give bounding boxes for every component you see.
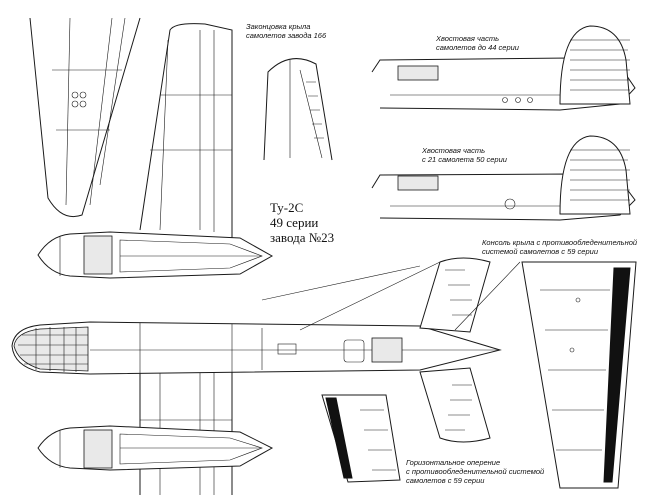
- upper-engine-nacelle: [37, 231, 274, 279]
- fuselage: [11, 321, 502, 375]
- caption-aircraft-id: Ту-2С 49 серии завода №23: [270, 200, 335, 245]
- caption-stabilizer: Горизонтальное оперение с противообледен…: [406, 458, 545, 485]
- tail-section-late: [371, 135, 636, 221]
- stabilizer-lower: [419, 367, 491, 443]
- caption-wing-console: Консоль крыла с противообледенительной с…: [482, 238, 638, 256]
- lower-engine-nacelle: [37, 425, 274, 471]
- caption-tail-early: Хвостовая часть самолетов до 44 серии: [436, 34, 519, 52]
- stabilizer-deicing-detail: [321, 394, 401, 483]
- wing-console-deicing: [521, 261, 637, 489]
- upper-wing: [139, 23, 233, 238]
- tail-section-early: [371, 25, 636, 111]
- leader-lines: [261, 261, 521, 331]
- stabilizer-upper: [419, 257, 491, 333]
- caption-wingtip: Законцовка крыла самолетов завода 166: [246, 22, 327, 40]
- outer-wing-detail: [29, 17, 141, 218]
- wingtip-detail: [263, 58, 333, 161]
- caption-tail-late: Хвостовая часть с 21 самолета 50 серии: [422, 146, 507, 164]
